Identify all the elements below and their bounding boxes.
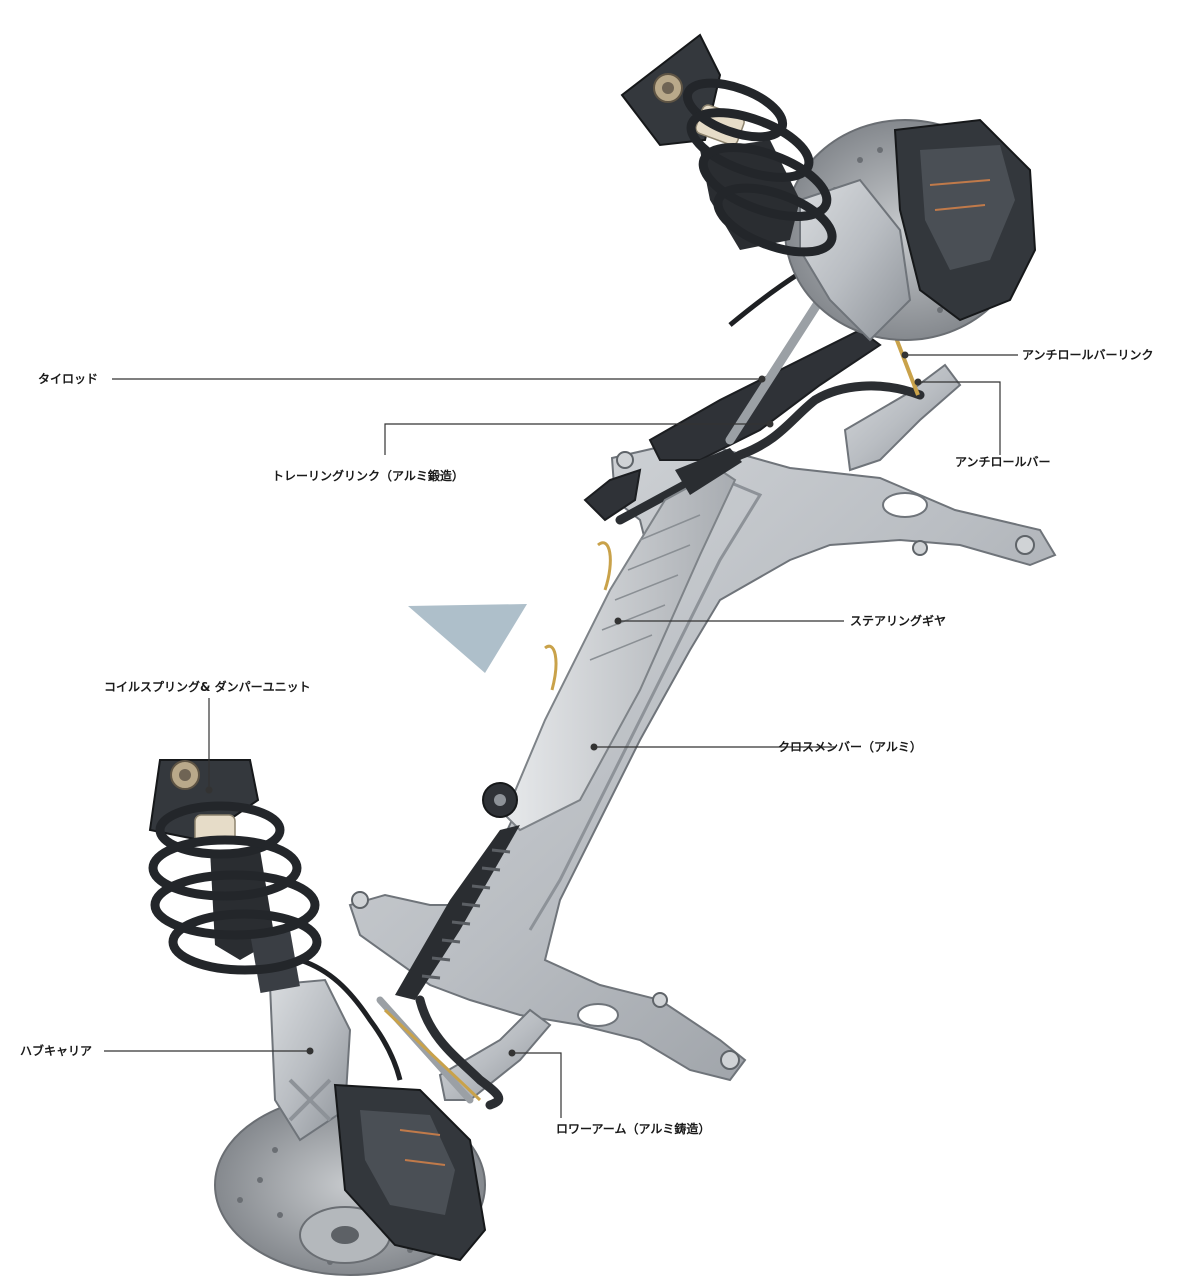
anti-roll-bar-shape [415, 381, 925, 1110]
leader-anti-roll-bar [918, 381, 1001, 455]
upper-lower-arm-shape [843, 363, 962, 472]
lower-brake-assembly [214, 978, 487, 1276]
trailing-link-lower-shape [583, 468, 642, 522]
label-lower-arm: ロワーアーム（アルミ鋳造） [556, 1122, 711, 1136]
brake-hose-bottom [299, 957, 403, 1081]
label-tie-rod: タイロッド [38, 372, 99, 386]
label-anti-roll-bar: アンチロールバー [955, 455, 1051, 469]
label-steering-gear: ステアリングギヤ [850, 614, 947, 628]
upper-spring-damper [620, 33, 837, 257]
label-trailing-link: トレーリングリンク（アルミ鍛造） [272, 469, 464, 483]
tie-rod-shape [725, 295, 825, 445]
label-cross-member: クロスメンバー（アルミ） [778, 740, 922, 754]
triangle-down-icon [408, 604, 527, 673]
lower-arm-shape [438, 1008, 552, 1101]
label-hub-carrier: ハブキャリア [20, 1044, 93, 1058]
leader-trailing-link [384, 423, 770, 455]
steering-gear-shape [395, 448, 742, 1000]
leader-lower-arm [512, 1052, 562, 1118]
cross-member-shape [348, 438, 1057, 1082]
label-coil-spring-damper: コイルスプリング& ダンパーユニット [104, 680, 311, 694]
label-anti-roll-bar-link: アンチロールバーリンク [1022, 348, 1154, 362]
upper-brake-assembly [784, 118, 1037, 342]
lower-spring-damper [148, 759, 322, 994]
